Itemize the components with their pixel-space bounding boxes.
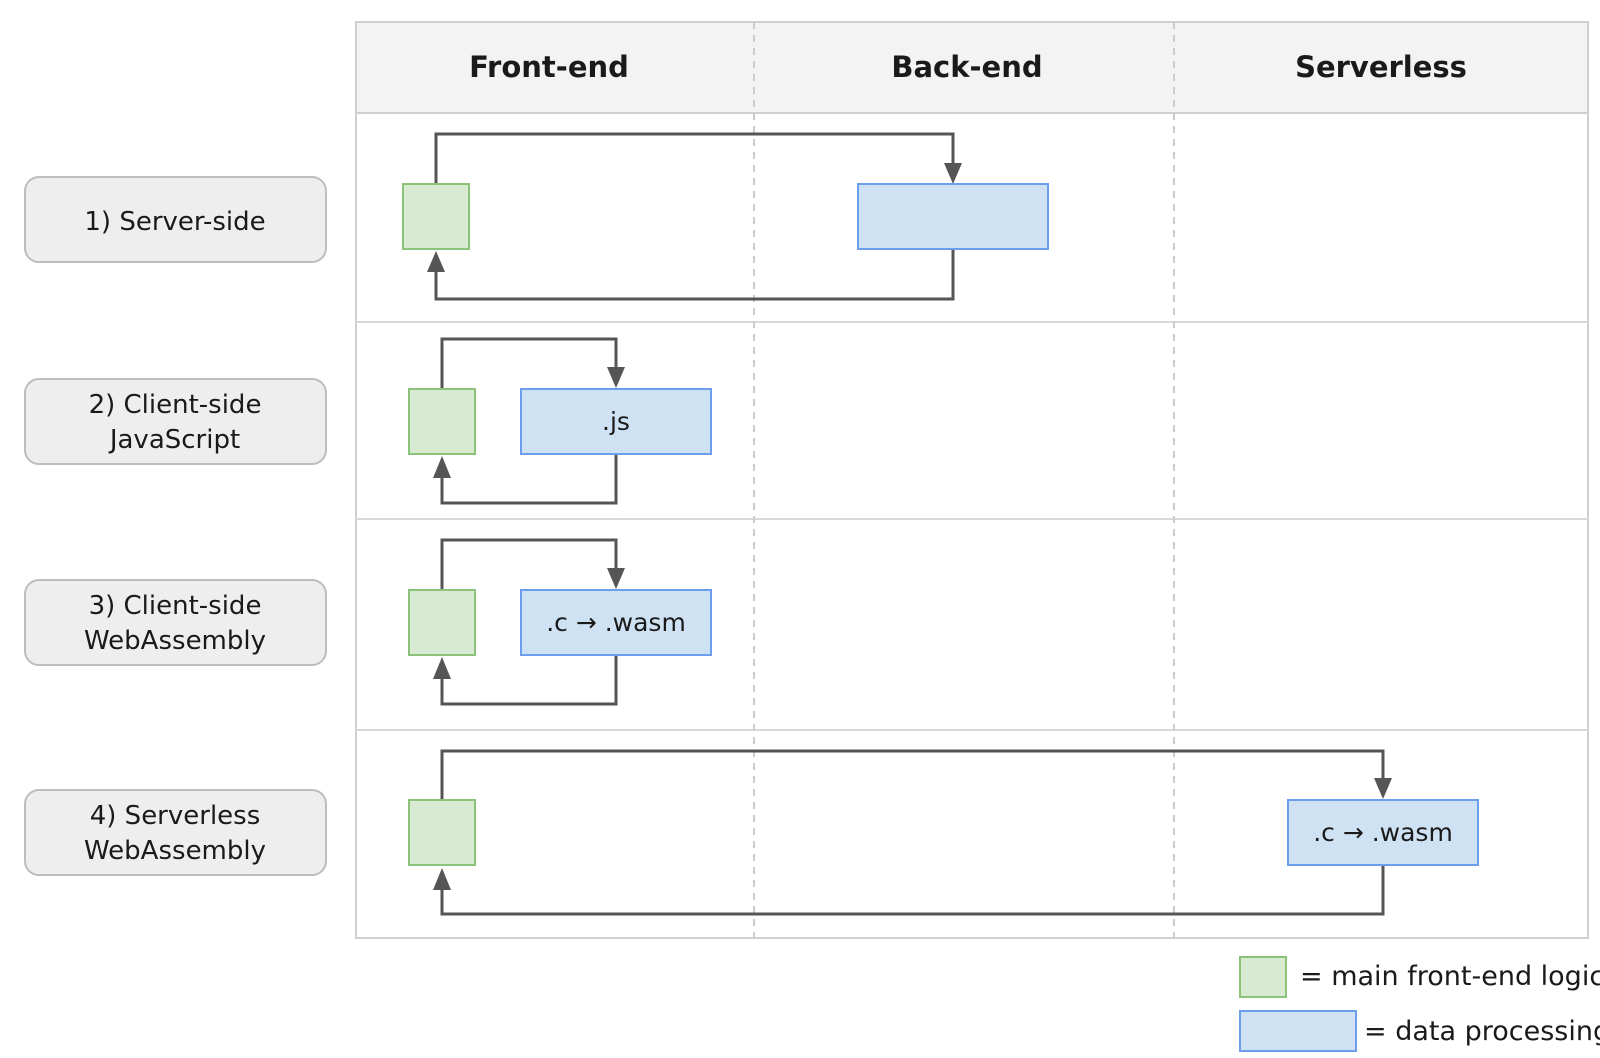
column-header-serverless: Serverless <box>1295 50 1467 84</box>
arrowhead-up <box>433 657 451 679</box>
request-arrow <box>440 749 1385 800</box>
legend: = main front-end logic = data processing <box>1239 956 1600 1052</box>
row-label-line1: 4) Serverless <box>90 801 261 831</box>
arrowhead-up <box>427 251 445 272</box>
header-band <box>357 23 1587 113</box>
row-label-line2: WebAssembly <box>84 836 266 866</box>
arrowhead-down <box>1374 778 1392 799</box>
column-header-frontend: Front-end <box>469 50 629 84</box>
row-label-client-js: 2) Client-side JavaScript <box>24 378 327 465</box>
legend-blue-label: = data processing <box>1364 1016 1600 1047</box>
legend-blue-swatch <box>1239 1010 1357 1052</box>
row-label-box <box>24 789 327 876</box>
wasm-processing-label: .c → .wasm <box>546 608 686 637</box>
request-arrow <box>440 538 618 590</box>
request-arrow <box>434 132 955 184</box>
flow-row-4: .c → .wasm <box>408 749 1479 916</box>
request-arrow <box>440 337 618 389</box>
js-processing-box <box>520 388 712 455</box>
row-label-line2: JavaScript <box>108 425 240 455</box>
response-arrow <box>440 454 618 505</box>
frontend-logic-box <box>408 589 476 656</box>
flow-row-3: .c → .wasm <box>408 538 712 706</box>
response-arrow <box>434 249 955 301</box>
frontend-logic-box <box>408 388 476 455</box>
arrowhead-up <box>433 456 451 478</box>
serverless-wasm-box <box>1287 799 1479 866</box>
arrowhead-down <box>607 367 625 388</box>
serverless-wasm-label: .c → .wasm <box>1313 818 1453 847</box>
flow-row-1 <box>402 132 1049 301</box>
row-label-line2: WebAssembly <box>84 626 266 656</box>
column-header-backend: Back-end <box>891 50 1042 84</box>
row-label-line1: 1) Server-side <box>84 207 265 237</box>
row-label-box <box>24 176 327 263</box>
arrowhead-up <box>433 868 451 890</box>
frontend-logic-box <box>402 183 470 250</box>
arrowhead-down <box>607 568 625 589</box>
row-label-server-side: 1) Server-side <box>24 176 327 263</box>
row-label-line1: 3) Client-side <box>89 591 262 621</box>
backend-processing-box <box>857 183 1049 250</box>
row-label-box <box>24 579 327 666</box>
row-label-serverless-wasm: 4) Serverless WebAssembly <box>24 789 327 876</box>
wasm-processing-box <box>520 589 712 656</box>
row-label-line1: 2) Client-side <box>89 390 262 420</box>
response-arrow <box>440 655 618 706</box>
js-processing-label: .js <box>602 407 630 436</box>
frontend-logic-box <box>408 799 476 866</box>
row-label-box <box>24 378 327 465</box>
response-arrow <box>440 865 1385 916</box>
legend-green-swatch <box>1239 956 1287 998</box>
arrowhead-down <box>944 163 962 184</box>
row-label-client-wasm: 3) Client-side WebAssembly <box>24 579 327 666</box>
legend-green-label: = main front-end logic <box>1300 961 1600 992</box>
flow-row-2: .js <box>408 337 712 505</box>
